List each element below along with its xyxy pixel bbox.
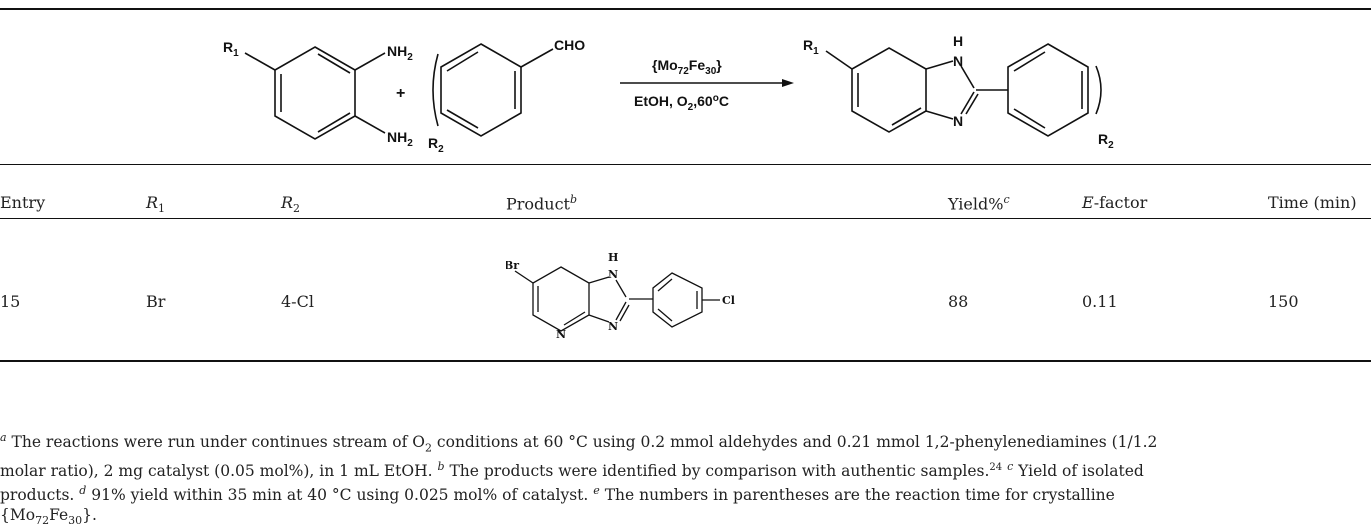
cho-label: CHO [554, 37, 585, 53]
aldehyde-structure [432, 43, 554, 137]
footnote-line-2: molar ratio), 2 mg catalyst (0.05 mol%),… [0, 460, 1144, 481]
r2-label: R2 [428, 135, 444, 155]
header-bottom-rule [0, 218, 1371, 219]
product-n1-label: N [608, 268, 618, 281]
header-r1: R1 [146, 193, 166, 216]
diamine-structure [244, 46, 386, 140]
table-footnotes: a The reactions were run under continues… [0, 428, 1371, 530]
table-row-r1: Br [146, 292, 166, 311]
table-row-yield: 88 [948, 292, 969, 311]
header-product: Productb [506, 193, 578, 214]
n-label: N [953, 113, 963, 129]
product-cl-label: Cl [722, 294, 735, 307]
table-row-entry: 15 [0, 292, 21, 311]
nh2-bottom-label: NH2 [387, 129, 413, 149]
catalyst-label: {Mo72Fe30} [652, 57, 722, 77]
product-br-label: Br [506, 259, 519, 272]
footnote-line-3: products. d 91% yield within 35 min at 4… [0, 484, 1115, 505]
reaction-arrowhead [782, 79, 794, 87]
table-bottom-rule [0, 360, 1371, 362]
reaction-scheme: R1 NH2 NH2 + CHO R2 {Mo72Fe30} EtOH, O2,… [223, 33, 1114, 155]
product-h-label: H [608, 251, 618, 264]
table-row-r2: 4-Cl [281, 292, 314, 311]
product-r1-label: R1 [803, 37, 819, 57]
header-entry: Entry [0, 193, 46, 212]
nh-n-label: N [953, 53, 963, 69]
table-row-time: 150 [1268, 292, 1299, 311]
plus-sign: + [396, 85, 405, 102]
conditions-label: EtOH, O2,60oC [634, 93, 729, 113]
benzimidazole-structure [825, 43, 1102, 137]
nh2-top-label: NH2 [387, 43, 413, 63]
header-r2: R2 [281, 193, 301, 216]
r1-label: R1 [223, 39, 239, 59]
product-structure: Br H N N N Cl [506, 251, 735, 340]
header-time: Time (min) [1268, 193, 1357, 212]
header-yield: Yield%c [948, 193, 1010, 214]
header-efactor: E-factor [1082, 193, 1148, 212]
table-row-efactor: 0.11 [1082, 292, 1118, 311]
footnote-line-1: a The reactions were run under continues… [0, 431, 1158, 455]
product-r2-label: R2 [1098, 131, 1114, 151]
nh-h-label: H [953, 33, 963, 49]
header-top-rule [0, 164, 1371, 165]
product-n2-label: N [556, 328, 566, 340]
table-top-rule [0, 8, 1371, 10]
footnote-line-4: {Mo72Fe30}. [0, 505, 97, 527]
product-n3-label: N [608, 320, 618, 333]
